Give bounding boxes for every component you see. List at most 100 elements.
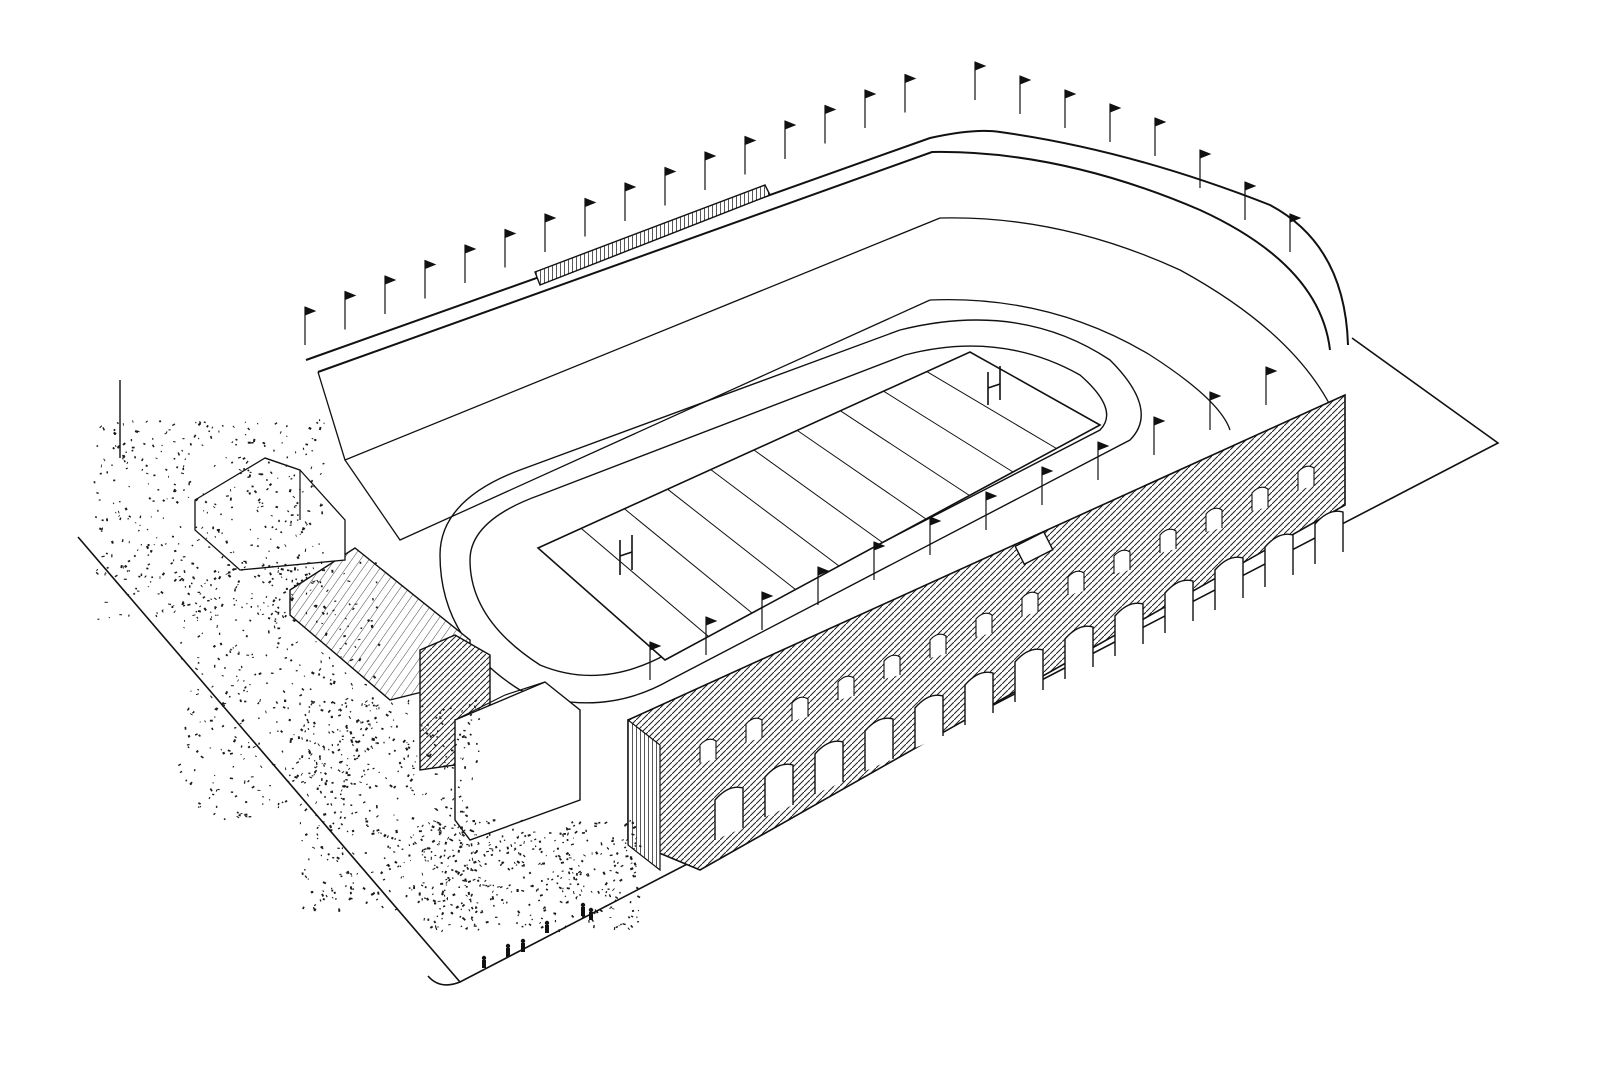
- leaf-speck: [458, 886, 461, 889]
- leaf-speck: [389, 846, 391, 849]
- leaf-speck: [160, 590, 164, 595]
- leaf-speck: [360, 775, 364, 778]
- leaf-speck: [458, 832, 462, 835]
- leaf-speck: [470, 918, 474, 922]
- leaf-speck: [470, 906, 474, 910]
- leaf-speck: [452, 893, 456, 897]
- leaf-speck: [277, 627, 281, 630]
- leaf-speck: [616, 861, 619, 865]
- leaf-speck: [326, 803, 330, 806]
- leaf-speck: [488, 843, 492, 846]
- flag: [649, 641, 662, 651]
- leaf-speck: [431, 886, 434, 890]
- leaf-speck: [407, 746, 411, 749]
- leaf-speck: [247, 469, 250, 472]
- leaf-speck: [229, 777, 234, 780]
- leaf-speck: [262, 441, 266, 445]
- leaf-speck: [438, 827, 441, 830]
- leaf-speck: [360, 721, 362, 724]
- window: [1021, 591, 1039, 616]
- leaf-speck: [259, 609, 261, 611]
- leaf-speck: [474, 910, 478, 914]
- leaf-speck: [396, 819, 399, 821]
- leaf-speck: [290, 643, 294, 646]
- leaf-speck: [338, 708, 343, 712]
- leaf-speck: [245, 801, 248, 804]
- leaf-speck: [288, 774, 291, 777]
- leaf-speck: [182, 467, 185, 471]
- leaf-speck: [433, 820, 437, 823]
- leaf-speck: [613, 927, 616, 930]
- arch: [714, 786, 744, 840]
- leaf-speck: [392, 719, 395, 721]
- leaf-speck: [213, 577, 217, 581]
- leaf-speck: [271, 584, 274, 587]
- leaf-speck: [244, 433, 247, 436]
- leaf-speck: [245, 634, 249, 638]
- leaf-speck: [545, 888, 549, 891]
- leaf-speck: [289, 524, 292, 526]
- flag: [784, 120, 797, 130]
- leaf-speck: [619, 878, 623, 882]
- leaf-speck: [485, 920, 489, 924]
- leaf-speck: [245, 460, 249, 464]
- leaf-speck: [461, 843, 464, 847]
- leaf-speck: [238, 468, 242, 472]
- leaf-speck: [515, 864, 518, 866]
- leaf-speck: [456, 738, 460, 741]
- leaf-speck: [301, 526, 304, 531]
- leaf-speck: [461, 800, 464, 802]
- leaf-speck: [374, 736, 378, 739]
- leaf-speck: [247, 441, 251, 444]
- leaf-speck: [183, 570, 186, 574]
- leaf-speck: [271, 603, 275, 606]
- leaf-speck: [633, 847, 635, 850]
- leaf-speck: [227, 749, 231, 752]
- leaf-speck: [168, 429, 171, 431]
- leaf-speck: [328, 724, 331, 726]
- leaf-speck: [160, 543, 164, 547]
- leaf-speck: [294, 504, 297, 508]
- leaf-speck: [267, 605, 269, 607]
- leaf-speck: [264, 568, 266, 571]
- leaf-speck: [460, 925, 463, 928]
- leaf-speck: [425, 728, 427, 730]
- leaf-speck: [94, 515, 98, 519]
- leaf-speck: [375, 805, 378, 809]
- leaf-speck: [271, 577, 274, 580]
- leaf-speck: [265, 682, 269, 685]
- leaf-speck: [182, 465, 185, 468]
- leaf-speck: [595, 851, 599, 855]
- leaf-speck: [388, 867, 392, 871]
- leaf-speck: [529, 914, 532, 917]
- leaf-speck: [234, 486, 236, 488]
- leaf-speck: [464, 814, 469, 818]
- leaf-speck: [623, 846, 627, 849]
- leaf-speck: [450, 807, 453, 810]
- leaf-speck: [512, 828, 514, 831]
- flag: [1109, 103, 1122, 113]
- leaf-speck: [277, 806, 280, 809]
- leaf-speck: [242, 457, 246, 460]
- leaf-speck: [532, 848, 535, 850]
- leaf-speck: [275, 622, 278, 624]
- leaf-speck: [426, 723, 430, 727]
- leaf-speck: [531, 918, 533, 921]
- leaf-speck: [141, 458, 144, 462]
- leaf-speck: [631, 833, 635, 836]
- leaf-speck: [202, 595, 206, 599]
- leaf-speck: [425, 732, 429, 736]
- leaf-speck: [445, 755, 448, 758]
- leaf-speck: [461, 903, 466, 908]
- leaf-speck: [441, 744, 445, 748]
- leaf-speck: [304, 833, 308, 837]
- leaf-speck: [615, 852, 619, 856]
- leaf-speck: [267, 630, 270, 634]
- leaf-speck: [240, 665, 243, 669]
- leaf-speck: [157, 593, 160, 595]
- leaf-speck: [553, 839, 556, 842]
- leaf-speck: [421, 872, 424, 876]
- leaf-speck: [144, 575, 147, 578]
- leaf-speck: [321, 569, 326, 572]
- leaf-speck: [553, 850, 555, 853]
